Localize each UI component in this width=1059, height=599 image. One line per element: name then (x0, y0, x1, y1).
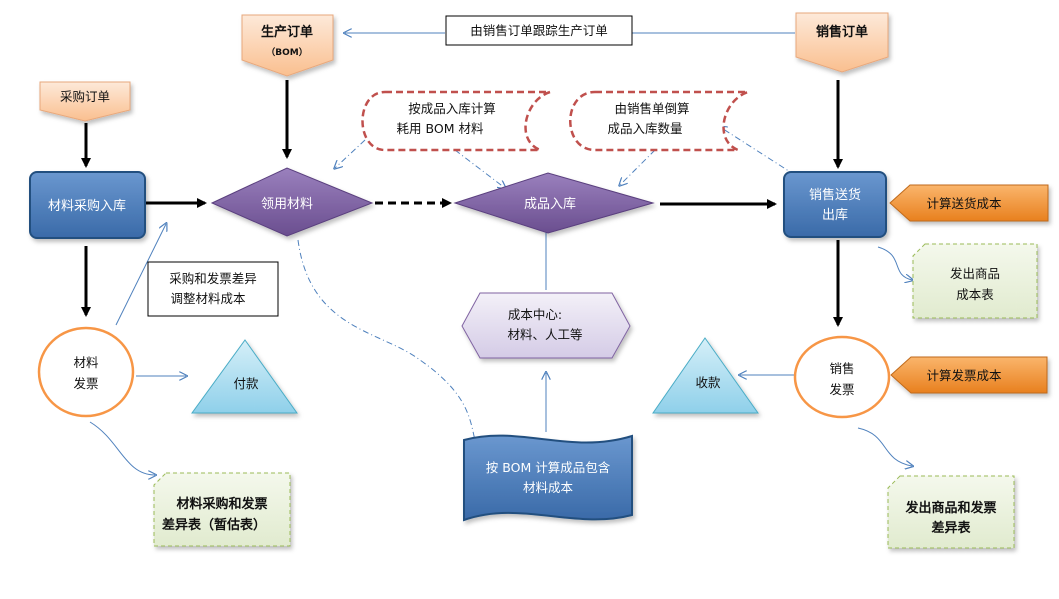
bom-calc-line1: 按成品入库计算 (408, 101, 496, 116)
invoice-cost-node: 计算发票成本 (890, 356, 1048, 394)
purchase-diff-report-node: 材料采购和发票 差异表（暂估表） (153, 472, 291, 547)
delivery-cost-node: 计算送货成本 (889, 184, 1049, 222)
invoice-cost-text: 计算发票成本 (926, 368, 1002, 383)
cost-center-line1: 成本中心: (508, 307, 562, 322)
payment-text: 付款 (233, 376, 259, 391)
material-invoice-line2: 发票 (73, 376, 98, 391)
material-invoice-node: 材料 发票 (37, 326, 135, 418)
arrow-invoice-to-diff-report (89, 421, 155, 475)
arrow-delivery-to-shipped-goods (877, 246, 912, 280)
arrow-delivery-to-reverse (720, 127, 796, 176)
bom-doc-line2: 材料成本 (523, 480, 574, 495)
bom-calc-line2: 耗用 BOM 材料 (397, 121, 484, 136)
sales-invoice-line1: 销售 (829, 361, 854, 376)
bom-doc-line1: 按 BOM 计算成品包含 (486, 460, 611, 475)
material-issue-text: 领用材料 (261, 197, 313, 212)
collection-node: 收款 (652, 337, 759, 414)
sales-delivery-node: 销售送货 出库 (783, 171, 887, 238)
shipped-invoice-report-node: 发出商品和发票 差异表 (887, 475, 1015, 549)
arrow-reverse-to-finished (620, 149, 656, 185)
material-issue-node: 领用材料 (210, 167, 374, 237)
cost-center-node: 成本中心: 材料、人工等 (461, 292, 631, 359)
sales-invoice-node: 销售 发票 (793, 335, 891, 419)
cost-center-line2: 材料、人工等 (507, 327, 582, 342)
trace-note-text: 由销售订单跟踪生产订单 (470, 23, 608, 38)
reverse-calc-line1: 由销售单倒算 (614, 101, 689, 116)
shipped-goods-line2: 成本表 (956, 287, 994, 302)
bom-calc-node: 按成品入库计算 耗用 BOM 材料 (361, 90, 551, 152)
arrow-invoice-to-issue (115, 224, 166, 326)
arrow-bomcalc-to-finished (454, 149, 505, 188)
sales-delivery-line1: 销售送货 (809, 187, 861, 203)
material-receipt-text: 材料采购入库 (48, 198, 126, 214)
payment-node: 付款 (191, 339, 298, 414)
shipped-goods-node: 发出商品 成本表 (912, 243, 1038, 319)
trace-note: 由销售订单跟踪生产订单 (445, 15, 633, 46)
shipped-goods-line1: 发出商品 (950, 266, 1000, 281)
diff-note-line2: 调整材料成本 (170, 291, 246, 306)
purchase-order-node: 采购订单 (39, 81, 131, 122)
connectors (81, 33, 912, 475)
material-invoice-line1: 材料 (73, 355, 99, 370)
production-order-sub: （BOM） (266, 47, 307, 58)
delivery-cost-text: 计算送货成本 (926, 196, 1002, 211)
arrow-sales-invoice-to-report (857, 427, 912, 466)
sales-invoice-line2: 发票 (829, 382, 854, 397)
reverse-calc-line2: 成品入库数量 (607, 121, 682, 136)
production-order-node: 生产订单 （BOM） (241, 14, 334, 77)
sales-order-node: 销售订单 (795, 12, 889, 73)
production-order-title: 生产订单 (261, 24, 313, 40)
collection-text: 收款 (695, 375, 721, 390)
material-receipt-node: 材料采购入库 (29, 171, 146, 239)
finished-goods-text: 成品入库 (524, 196, 576, 212)
sales-delivery-line2: 出库 (822, 207, 848, 223)
finished-goods-node: 成品入库 (453, 172, 655, 234)
purchase-diff-report-line2: 差异表（暂估表） (162, 517, 266, 533)
diff-note-line1: 采购和发票差异 (169, 271, 257, 286)
arrow-issue-to-bom-doc (297, 239, 476, 445)
purchase-order-title: 采购订单 (60, 89, 110, 104)
shipped-invoice-report-line1: 发出商品和发票 (904, 500, 996, 516)
reverse-calc-node: 由销售单倒算 成品入库数量 (569, 90, 749, 152)
diff-note: 采购和发票差异 调整材料成本 (147, 261, 279, 317)
shipped-invoice-report-line2: 差异表 (931, 520, 971, 536)
bom-doc-node: 按 BOM 计算成品包含 材料成本 (463, 434, 633, 522)
purchase-diff-report-line1: 材料采购和发票 (176, 496, 267, 512)
arrow-bomcalc-to-issue (335, 139, 366, 168)
sales-order-title: 销售订单 (816, 24, 868, 40)
